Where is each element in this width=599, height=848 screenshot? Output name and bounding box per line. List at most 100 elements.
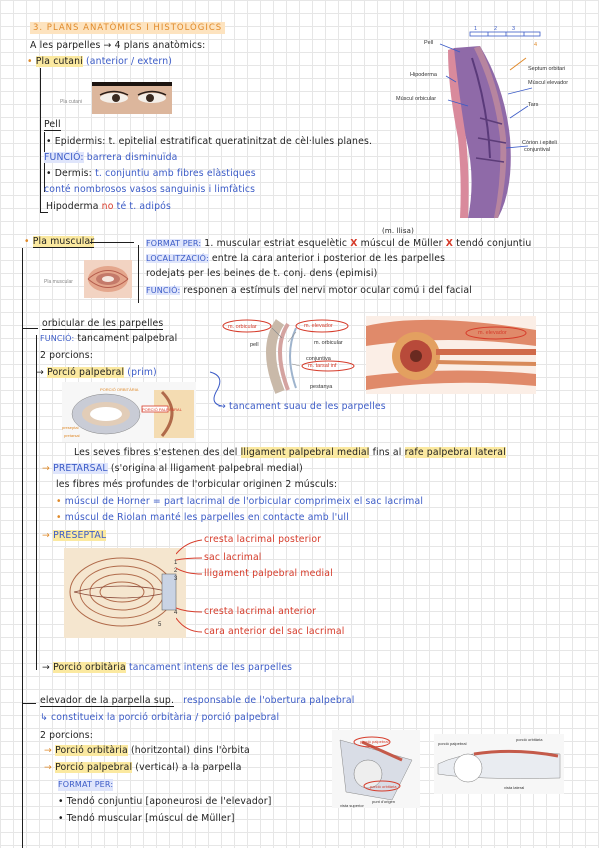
orbicular-porcions: 2 porcions: [40,350,93,361]
elev-sup-porcio-palpebral: porció palpebral [360,739,389,744]
sec-pell: pell [250,342,259,348]
elev-lat-svg [434,734,564,794]
elev-format-label: FORMAT PER: [58,779,114,791]
eye-photo [92,82,172,114]
epidermis-line: • Epidermis: t. epitelial estratificat q… [46,136,373,147]
scale-3: 3 [512,26,516,32]
histology-svg [439,31,541,218]
pre-num-5: 5 [158,622,162,628]
muscle-photo-svg [84,260,132,298]
orbicular-branch [22,328,38,329]
pla-cutani-subtitle: (anterior / extern) [86,56,173,67]
ring-preseptal: preseptal [62,425,79,430]
hist-septum: Septum orbitari [528,66,566,72]
scale-2: 2 [494,26,498,32]
format-per-line: FORMAT PER: 1. muscular estriat esquelèt… [146,238,532,249]
constitueix-line: ↳ constitueix la porció orbitària / porc… [40,712,280,723]
x-mark-2: X [445,238,454,249]
hist-muscul-orbicular: Múscul orbicular [396,96,437,102]
hist-muscul-elevador: Múscul elevador [528,80,569,86]
sec-conjuntiva: conjuntiva [306,356,331,362]
pre-num-3: 3 [174,576,178,582]
scale-4: 4 [534,42,538,48]
pre-num-1: 1 [174,560,178,566]
dermis-line: • Dermis: t. conjuntiu amb fibres elàsti… [46,168,256,179]
orbicular-heading: orbicular de les parpelles [42,318,164,330]
pre-label-4: cresta lacrimal anterior [204,606,317,617]
elev-sup-svg [332,730,420,808]
pla-cutani-bracket-bottom [40,212,48,213]
pla-muscular-heading: • Pla muscular [24,236,95,248]
pla-muscular-title: Pla muscular [32,236,95,248]
orbicular-ring-diagram: PORCIÓ ORBITÀRIA PORCIÓ PALPEBRAL presep… [62,382,196,442]
elev-tendo-line: • Tendó conjuntiu [aponeurosi de l'eleva… [58,796,272,807]
pre-num-4: 4 [174,610,178,616]
intro-text: A les parpelles → 4 plans anatòmics: [30,40,206,51]
orbicular-funcio-line: FUNCIÓ: tancament palpebral [40,333,178,344]
riolan-line: • múscul de Riolan manté les parpelles e… [56,512,349,523]
fibres-profundes-line: les fibres més profundes de l'orbicular … [56,479,338,490]
sec-m-orbicular-2: m. orbicular [314,340,343,346]
ring-pretarsal: pretarsal [64,433,80,438]
sec-m-tarsal-inf: m. tarsal inf [308,363,337,369]
elevador-branch [22,703,36,704]
sec-m-elevador: m. elevador [304,323,333,329]
preseptal-pointers [176,539,203,633]
page-title: 3. PLANS ANATÒMICS I HISTOLÒGICS [30,22,226,34]
eye-anatomy-svg [366,316,537,394]
elev-palpebral-line: → Porció palpebral (vertical) a la parpe… [44,762,242,773]
fibres-line: Les seves fibres s'estenen des del lliga… [74,447,506,458]
orbicular-bracket [36,335,37,670]
scale-1: 1 [474,26,478,32]
elevador-diagram-superior: porció palpebral porció orbitària punt d… [332,730,420,808]
dermis-line-2: conté nombrosos vasos sanguinis i limfàt… [44,184,256,195]
localitzacio-line: LOCALITZACIÓ: entre la cara anterior i p… [146,253,446,264]
main-bracket [22,248,23,848]
elev-sup-punt-origen: punt d'origen [372,799,396,804]
pla-cutani-bracket [40,68,41,213]
elev-tendo-muscular-line: • Tendó muscular [múscul de Müller] [58,813,235,824]
pretarsal-line: → PRETARSAL (s'origina al lligament palp… [42,463,303,474]
eyelid-section-diagram: m. orbicular m. elevador pell m. orbicul… [222,318,362,396]
epidermis-funcio-line: FUNCIÓ: barrera disminuïda [44,152,178,163]
muscular-bracket [138,245,139,303]
elev-lat-porcio-orbitaria: porció orbitària [516,737,543,742]
section-svg [222,319,355,394]
hist-conjuntival: conjuntival [524,147,550,153]
pla-muscular-img-label: Pla muscular [44,279,73,285]
pla-cutani-title: Pla cutani [35,56,83,67]
pre-label-2: sac lacrimal [204,552,262,563]
elev-lat-porcio-palpebral: porció palpebral [438,741,467,746]
pla-cutani-img-label: Pla cutani [60,99,82,105]
elevador-diagram-lateral: porció palpebral porció orbitària vista … [434,734,564,794]
preseptal-diagram: 1 2 3 4 5 [64,548,186,638]
palpebral-arrow [209,371,223,407]
pla-muscular-arrow [90,242,134,243]
sec-m-orbicular: m. orbicular [228,324,257,330]
elev-orbitaria-line: → Porció orbitària (horitzontal) dins l'… [44,745,250,756]
pre-label-1: cresta lacrimal posterior [204,534,322,545]
x-mark-1: X [350,238,358,249]
eye-m-elevador: m. elevador [478,330,507,336]
porcio-orbitaria-line: → Porció orbitària tancament intens de l… [42,662,293,673]
muscle-photo [84,260,132,298]
elevador-heading: elevador de la parpella sup. responsable… [40,695,355,707]
eye-anatomy-diagram: m. elevador [366,316,537,394]
porcio-palpebral-line: → Porció palpebral (prim) [36,367,157,378]
histology-figure: 1 2 3 4 Pell Hipoderma Múscul orbicular … [396,26,580,223]
pre-num-2: 2 [174,568,178,574]
elev-lat-vista: vista lateral [504,785,525,790]
ring-porcio-orbitaria: PORCIÓ ORBITÀRIA [100,387,139,392]
ring-svg [62,382,196,442]
pell-label: Pell [44,119,61,131]
muscular-funcio-line: FUNCIÓ: responen a estímuls del nervi mo… [146,285,472,296]
pla-cutani-heading: • Pla cutani (anterior / extern) [27,56,173,67]
elev-sup-porcio-orbitaria: porció orbitària [370,784,397,789]
eye-photo-svg [92,82,172,114]
m-llisa-note: (m. llisa) [382,227,415,235]
localitzacio-line-2: rodejats per les beines de t. conj. dens… [146,268,378,279]
ring-porcio-palpebral: PORCIÓ PALPEBRAL [142,407,182,412]
pre-label-5: cara anterior del sac lacrimal [204,626,345,637]
pell-heading: Pell [44,119,61,131]
preseptal-line: → PRESEPTAL [42,530,107,541]
